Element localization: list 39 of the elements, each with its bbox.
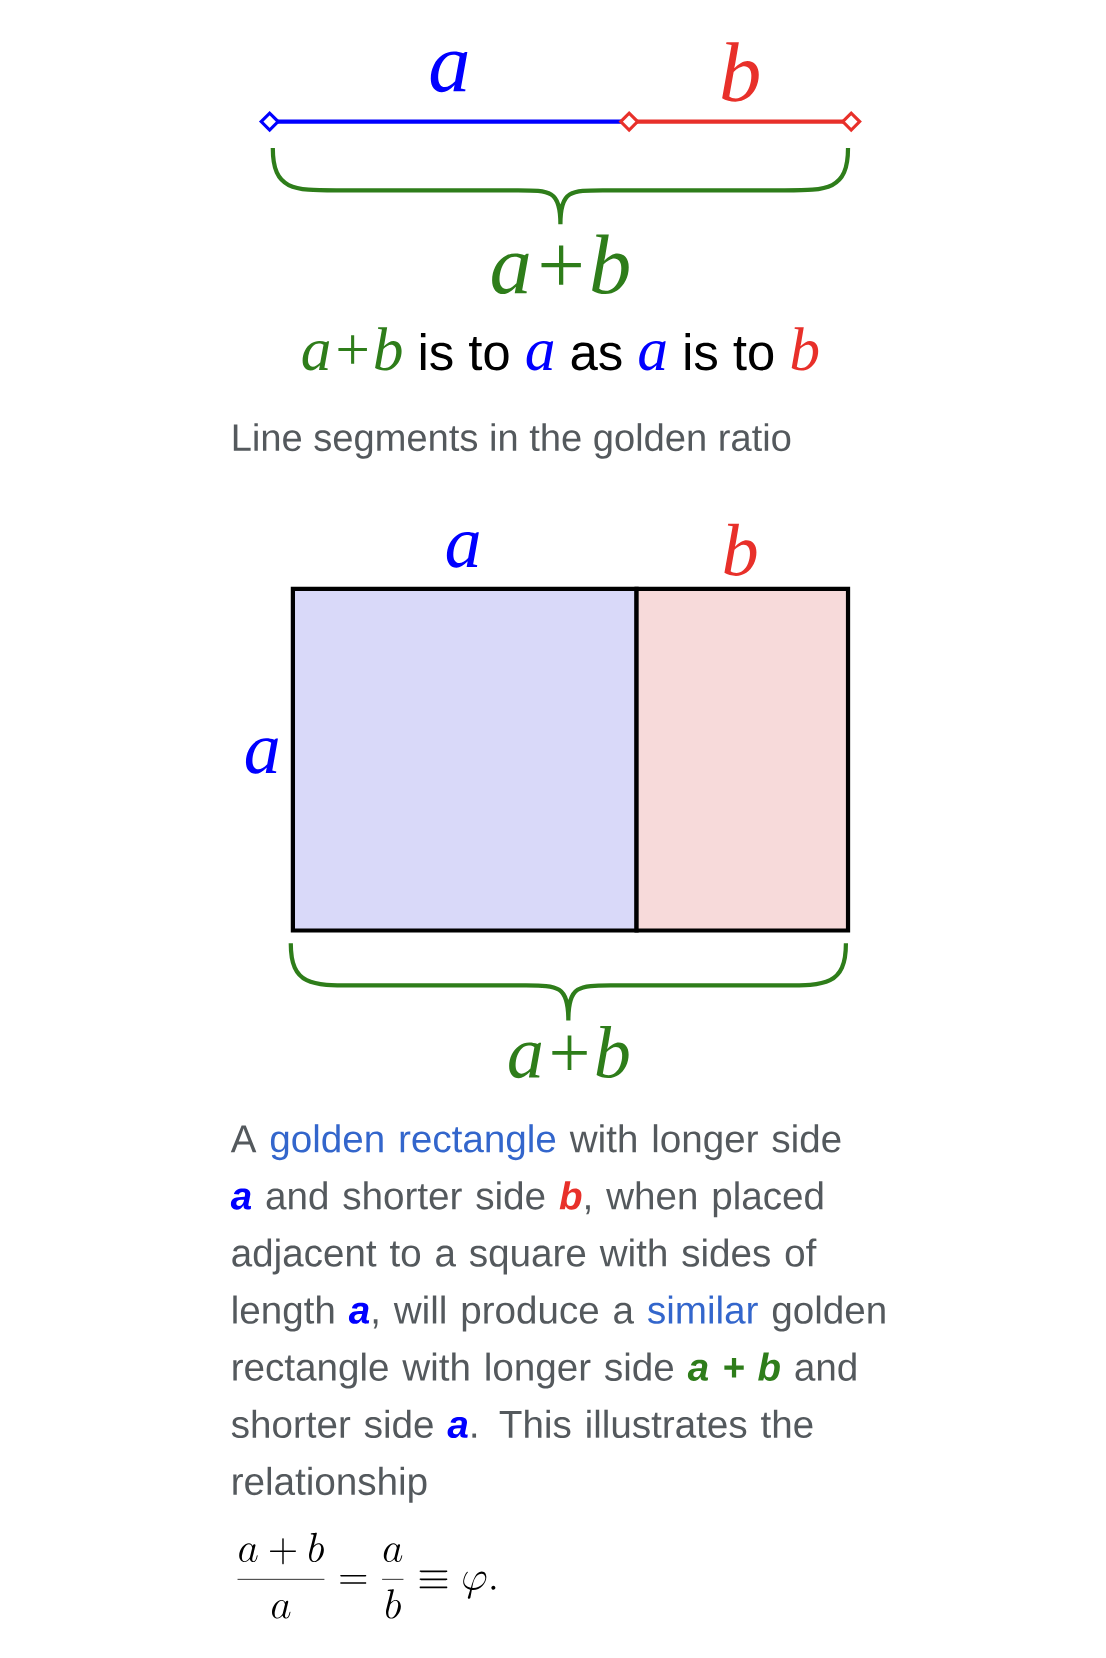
label: , will produce a bbox=[373, 1295, 635, 1332]
side-label: a bbox=[446, 532, 479, 568]
label: with longer side bbox=[569, 1124, 841, 1161]
label: is to bbox=[420, 333, 509, 371]
label: a bbox=[526, 341, 554, 371]
side-label: a bbox=[245, 738, 278, 774]
label: and bbox=[795, 1352, 856, 1381]
figure-caption: Line segments in the golden ratio bbox=[233, 423, 791, 459]
caption-paragraph: A golden rectangle with longer side a and shorter side b, when placed adjacent to a square with sides of length a, will produce a similar golden rectangle with longer side a + b and shorter side a. This illustrates the relationship bbox=[230, 1124, 885, 1503]
label: length bbox=[233, 1295, 334, 1332]
label: adjacent to a square with sides of bbox=[232, 1238, 817, 1275]
label: , when placed bbox=[586, 1181, 823, 1218]
rectangle bbox=[634, 586, 851, 933]
ratio-sentence: a+b is to a as a is to b bbox=[302, 327, 819, 371]
segment-label: b bbox=[722, 42, 759, 102]
label: a bbox=[230, 1188, 252, 1210]
label: similar bbox=[648, 1295, 758, 1324]
label: a bbox=[639, 341, 666, 371]
label: a + b bbox=[687, 1352, 780, 1381]
label: golden rectangle bbox=[270, 1124, 556, 1161]
label: relationship bbox=[233, 1466, 427, 1503]
label: rectangle with longer side bbox=[233, 1352, 673, 1389]
label: and shorter side bbox=[266, 1181, 545, 1210]
segment-label: a bbox=[430, 51, 468, 93]
label: A bbox=[230, 1125, 257, 1153]
label: a bbox=[348, 1302, 370, 1324]
side-label: b bbox=[724, 523, 757, 576]
ratio-formula: $\frac{a+b}{a}=\frac{a}{b}\equiv\varphi.$ bbox=[237, 1532, 496, 1619]
label: shorter side bbox=[231, 1409, 433, 1439]
label: is to bbox=[685, 333, 774, 371]
side-label: a+b bbox=[509, 1026, 629, 1079]
label: b bbox=[791, 327, 819, 371]
label: golden bbox=[772, 1295, 885, 1332]
label: . This illustrates the bbox=[472, 1409, 813, 1439]
segment-label: a+b bbox=[492, 234, 629, 295]
label: a bbox=[447, 1416, 468, 1439]
label: b bbox=[559, 1181, 582, 1210]
label: as bbox=[571, 342, 622, 371]
label: a+b bbox=[302, 327, 402, 371]
